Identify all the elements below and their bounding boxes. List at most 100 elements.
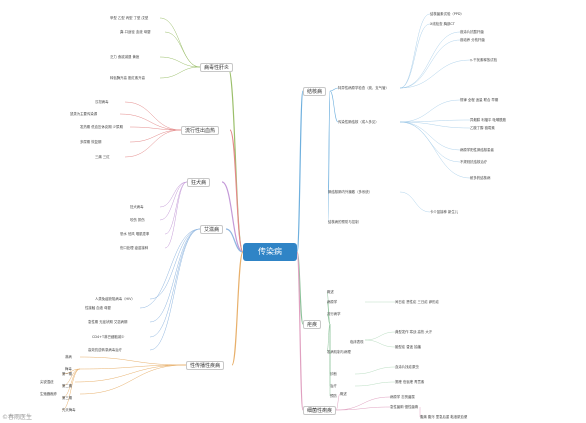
- node-t-rab-4[interactable]: 伤口处理 疫苗接种: [120, 246, 149, 250]
- node-t-hep-1[interactable]: 甲型 乙型 丙型 丁型 戊型: [110, 16, 149, 20]
- node-t-tb-mid1[interactable]: 特异性病原学检查（痰、支气管）: [338, 86, 389, 90]
- node-t-tb-r9[interactable]: 病原学阳性肺结核患者: [460, 148, 494, 152]
- link-root-std: [231, 251, 244, 366]
- node-t-tb-r12[interactable]: 卡介苗接种 新生儿: [430, 210, 459, 214]
- node-t-tb-r10[interactable]: 不规则抗结核治疗: [460, 160, 488, 164]
- node-t-bd-2[interactable]: 病原学 志贺菌属: [390, 395, 415, 399]
- branch-hemorrhagic-fever[interactable]: 流行性出血热: [181, 126, 220, 135]
- link-ehf-1: [119, 113, 182, 131]
- node-t-mal-7[interactable]: 治疗: [330, 384, 337, 388]
- link-ehf-4: [124, 129, 182, 158]
- node-t-hep-2[interactable]: 粪-口途径 血液 母婴: [120, 30, 151, 34]
- link-root-aids: [225, 228, 244, 253]
- link-tb-leaf-7: [399, 121, 471, 129]
- branch-viral-hepatitis[interactable]: 病毒性肝炎: [200, 63, 234, 72]
- node-t-rab-3[interactable]: 恐水 怕风 咽肌痉挛: [120, 232, 150, 236]
- node-t-tb-mid4[interactable]: 结核病的预防与控制: [328, 220, 359, 224]
- link-std-1: [79, 364, 187, 370]
- node-t-ehf-5[interactable]: 三痛 三红: [95, 155, 110, 159]
- node-t-ehf-2[interactable]: 鼠类为主要传染源: [70, 112, 98, 116]
- branch-malaria[interactable]: 疟疾: [303, 320, 322, 329]
- link-ehf-3: [129, 129, 182, 143]
- node-t-std-6[interactable]: 第二期: [62, 384, 73, 388]
- node-t-std-8[interactable]: 先天梅毒: [62, 408, 76, 412]
- node-t-ehf-4[interactable]: 多尿期 恢复期: [80, 140, 102, 144]
- branch-tuberculosis[interactable]: 结核病: [303, 87, 327, 96]
- link-root-hemorrhagic: [229, 129, 244, 253]
- link-tb-leaf-10: [399, 121, 471, 179]
- node-t-aids-2[interactable]: 性接触 血液 母婴: [85, 306, 111, 310]
- node-t-aids-5[interactable]: 高效抗逆转录病毒治疗: [88, 348, 122, 352]
- node-t-mal-1[interactable]: 概述: [327, 290, 334, 294]
- node-t-mal-r5[interactable]: 氯喹 伯氨喹 青蒿素: [395, 380, 425, 384]
- node-t-mal-r2[interactable]: 典型发作 寒战 高热 大汗: [395, 330, 433, 334]
- link-tb-leaf-2: [399, 31, 461, 89]
- node-t-mal-8[interactable]: 预防: [330, 394, 337, 398]
- branch-aids[interactable]: 艾滋病: [200, 225, 224, 234]
- node-t-mal-5[interactable]: 临床表现: [350, 340, 364, 344]
- node-t-rab-1[interactable]: 狂犬病毒: [130, 205, 144, 209]
- link-rab-1: [159, 181, 188, 221]
- link-tb-leaf-8: [399, 121, 461, 151]
- node-t-bd-4[interactable]: 腹痛 腹泻 里急后重 黏液脓血便: [420, 415, 468, 419]
- link-mal-sub-3: [326, 323, 331, 353]
- link-bd-1: [335, 396, 391, 411]
- link-root-hepatitis: [227, 66, 244, 253]
- node-t-tb-r4[interactable]: 痰培养 分枝杆菌: [460, 38, 485, 42]
- node-t-tb-r11[interactable]: 耐多药结核病: [470, 176, 491, 180]
- node-t-tb-mid2[interactable]: 传染性肺结核（成人多见）: [338, 120, 379, 124]
- node-t-tb-r8[interactable]: 乙胺丁醇 链霉素: [470, 126, 495, 130]
- link-rab-3: [164, 181, 188, 249]
- node-t-mal-2[interactable]: 病原学: [327, 300, 338, 304]
- node-t-std-5[interactable]: 第一期: [62, 372, 73, 376]
- node-t-ehf-3[interactable]: 发热期 低血压休克期 少尿期: [80, 125, 123, 129]
- node-t-std-4[interactable]: 生殖器疱疹: [40, 392, 57, 396]
- node-t-mal-r3[interactable]: 脑型疟 昏迷 抽搐: [395, 345, 421, 349]
- node-t-mal-r1[interactable]: 间日疟 恶性疟 三日疟 卵形疟: [395, 300, 439, 304]
- node-t-hep-4[interactable]: 转氨酶升高 胆红素升高: [110, 76, 145, 80]
- link-tb-leaf-0: [399, 13, 431, 89]
- node-t-aids-3[interactable]: 急性期 无症状期 艾滋病期: [88, 320, 128, 324]
- branch-std[interactable]: 性传播性疾病: [186, 361, 225, 370]
- node-t-aids-1[interactable]: 人类免疫缺陷病毒（HIV）: [95, 297, 135, 301]
- node-t-mal-6[interactable]: 诊断: [330, 372, 337, 376]
- node-t-aids-4[interactable]: CD4+T淋巴细胞减少: [92, 335, 125, 339]
- link-tb-leaf-1: [399, 23, 431, 89]
- link-root-tb: [296, 90, 304, 253]
- node-t-tb-r2[interactable]: X线检查 胸部CT: [430, 22, 455, 26]
- link-root-malaria: [296, 251, 304, 325]
- node-t-mal-r4[interactable]: 血涂片找疟原虫: [395, 365, 419, 369]
- link-bd-2: [335, 406, 391, 411]
- link-aids-4: [149, 228, 201, 351]
- node-t-std-1[interactable]: 淋病: [65, 355, 72, 359]
- link-hep-2: [159, 56, 201, 68]
- root-node[interactable]: 传染病: [243, 243, 297, 261]
- node-t-tb-r5[interactable]: γ-干扰素释放试验: [470, 58, 497, 62]
- node-t-tb-mid3[interactable]: 肺结核肺内外播散（多系统）: [328, 190, 373, 194]
- node-t-mal-4[interactable]: 发病机制与病理: [327, 350, 351, 354]
- link-std-0: [79, 356, 187, 366]
- node-t-mal-3[interactable]: 流行病学: [327, 312, 341, 316]
- node-t-hep-3[interactable]: 乏力 食欲减退 黄疸: [110, 55, 140, 59]
- branch-rabies[interactable]: 狂犬病: [187, 178, 211, 187]
- link-aids-1: [139, 228, 201, 309]
- node-t-tb-r3[interactable]: 痰涂片抗酸杆菌: [460, 30, 484, 34]
- connector-lines: [61, 13, 471, 417]
- node-t-bd-1[interactable]: 概述: [340, 392, 347, 396]
- link-std-3: [79, 364, 187, 395]
- link-mal-leaf-2: [364, 339, 396, 348]
- node-t-std-3[interactable]: 尖锐湿疣: [40, 380, 54, 384]
- link-aids-3: [149, 228, 201, 338]
- link-hep-3: [159, 66, 201, 79]
- node-t-bd-3[interactable]: 急性菌痢 慢性菌痢: [390, 405, 419, 409]
- link-mal-sub-2: [326, 313, 331, 325]
- node-t-std-7[interactable]: 第三期: [62, 396, 73, 400]
- node-t-tb-r1[interactable]: 结核菌素试验（PPD）: [430, 12, 464, 16]
- node-t-ehf-1[interactable]: 汉坦病毒: [95, 100, 109, 104]
- node-t-tb-r6[interactable]: 规律 全程 适量 联合 早期: [460, 98, 499, 102]
- branch-dysentery[interactable]: 细菌性痢疾: [303, 406, 337, 415]
- node-t-rab-2[interactable]: 咬伤 抓伤: [130, 218, 145, 222]
- link-root-rabies: [221, 181, 244, 253]
- node-t-std-2[interactable]: 梅毒: [65, 367, 72, 371]
- node-t-tb-r7[interactable]: 异烟肼 利福平 吡嗪酰胺: [470, 118, 507, 122]
